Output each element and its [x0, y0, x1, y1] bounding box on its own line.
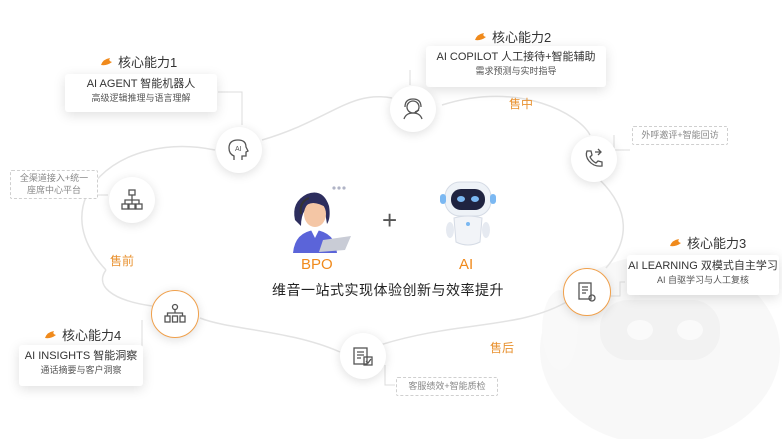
document-check-icon [578, 282, 596, 302]
omnichannel-note-line-2: 座席中心平台 [26, 185, 81, 195]
capability-4-subtitle: 通话摘要与客户洞察 [40, 365, 122, 375]
ai-label: AI [459, 256, 474, 273]
capability-1-subtitle: 高级逻辑推理与语言理解 [91, 93, 191, 103]
capability-2-card: AI COPILOT 人工接待+智能辅助 需求预测与实时指导 [426, 46, 606, 87]
hierarchy-icon [121, 189, 143, 210]
capability-2-heading: 核心能力2 [475, 27, 551, 46]
capability-2-heading-text: 核心能力2 [492, 30, 552, 45]
flame-icon [45, 330, 56, 338]
slogan: 维音一站式实现体验创新与效率提升 [272, 282, 504, 298]
omnichannel-note: 全渠道接入+统一 座席中心平台 [10, 170, 98, 199]
agent-node [390, 86, 436, 132]
capability-1-card: AI AGENT 智能机器人 高级逻辑推理与语言理解 [65, 74, 217, 112]
capability-1-heading: 核心能力1 [101, 52, 177, 71]
capability-2-title: AI COPILOT 人工接待+智能辅助 [436, 51, 596, 63]
phase-before: 售前 [110, 254, 135, 268]
hierarchy-node [109, 177, 155, 223]
capability-3-subtitle: AI 自驱学习与人工复核 [656, 275, 749, 285]
flame-icon [670, 238, 681, 246]
quality-note: 客服绩效+智能质检 [396, 377, 498, 396]
plus-sign: + [382, 205, 398, 235]
capability-2-subtitle: 需求预测与实时指导 [475, 66, 557, 76]
org-flow-icon [164, 303, 186, 323]
capability-4-heading: 核心能力4 [45, 325, 121, 344]
quality-node [340, 333, 386, 379]
phase-after: 售后 [490, 341, 515, 355]
agent-headset-icon [403, 98, 423, 120]
capability-3-card: AI LEARNING 双模式自主学习 AI 自驱学习与人工复核 [627, 255, 779, 295]
phase-during: 售中 [509, 97, 534, 111]
flame-icon [101, 57, 112, 65]
phone-node [571, 136, 617, 182]
document-check-icon [353, 347, 373, 366]
omnichannel-note-line-1: 全渠道接入+统一 [19, 173, 89, 183]
ai-head-node: AI [216, 127, 262, 173]
capability-4-heading-text: 核心能力4 [62, 328, 122, 343]
flame-icon [475, 32, 486, 40]
learning-node [563, 268, 611, 316]
capability-3-heading: 核心能力3 [670, 233, 746, 252]
bpo-label: BPO [301, 256, 333, 273]
ai-head-icon: AI [228, 139, 249, 160]
outbound-note: 外呼邀评+智能回访 [632, 126, 728, 145]
capability-3-heading-text: 核心能力3 [687, 236, 747, 251]
ai-robot-illustration [440, 181, 496, 246]
phone-callback-icon [585, 148, 603, 167]
insights-node [151, 290, 199, 338]
bpo-agent-illustration [293, 186, 351, 253]
capability-3-title: AI LEARNING 双模式自主学习 [628, 260, 778, 272]
capability-1-heading-text: 核心能力1 [118, 55, 178, 70]
svg-text:AI: AI [235, 146, 242, 153]
capability-1-title: AI AGENT 智能机器人 [86, 78, 196, 90]
capability-4-title: AI INSIGHTS 智能洞察 [24, 350, 138, 362]
capability-4-card: AI INSIGHTS 智能洞察 通话摘要与客户洞察 [19, 345, 143, 386]
